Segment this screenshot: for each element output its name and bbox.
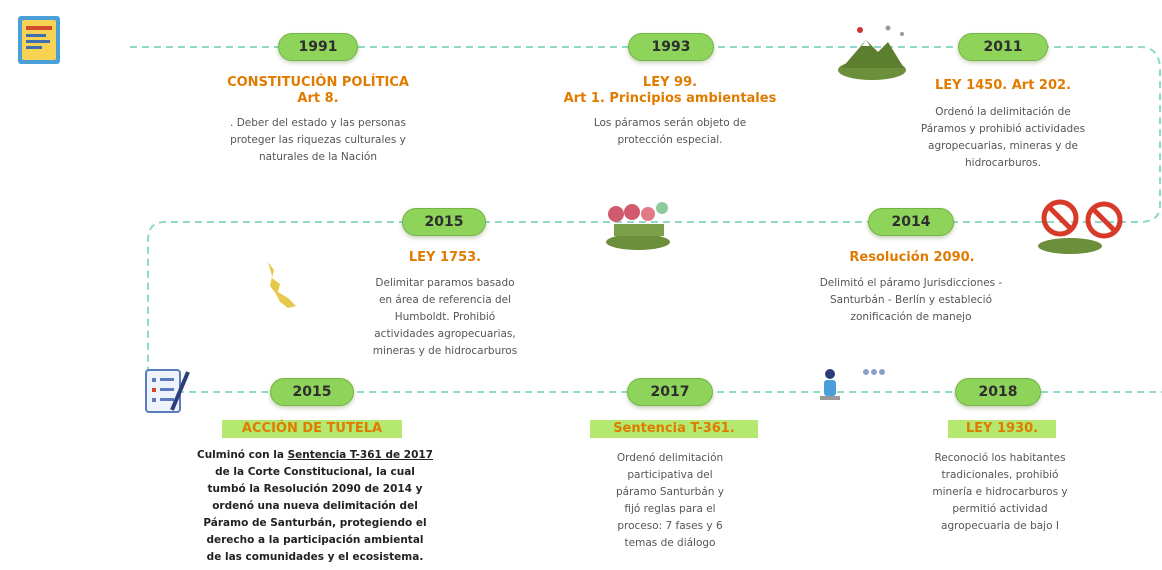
sentencia-link: Sentencia T-361 de 2017: [287, 449, 433, 461]
biodiversity-icon: [602, 192, 674, 252]
event-desc-2015-tutela: Culminó con la Sentencia T-361 de 2017 d…: [150, 447, 480, 566]
desc-text-before: Culminó con la: [197, 449, 288, 461]
event-desc-2014: Delimitó el páramo Jurisdicciones - Sant…: [819, 277, 1003, 323]
year-pill-2018: 2018: [955, 378, 1041, 406]
event-title-1991: CONSTITUCIÓN POLÍTICA Art 8.: [227, 75, 409, 106]
year-pill-2015-ley: 2015: [402, 208, 486, 236]
event-desc-2015-ley: Delimitar paramos basado en área de refe…: [372, 277, 518, 357]
year-pill-2011: 2011: [958, 33, 1048, 61]
event-title-2017: Sentencia T-361.: [590, 420, 758, 438]
event-desc-1991: . Deber del estado y las personas proteg…: [230, 117, 406, 163]
year-pill-2017: 2017: [627, 378, 713, 406]
participation-icon: [816, 362, 896, 412]
event-desc-2018: Reconoció los habitantes tradicionales, …: [932, 452, 1068, 532]
event-title-2011: LEY 1450. Art 202.: [934, 78, 1072, 93]
event-title-2015-ley: LEY 1753.: [408, 250, 482, 265]
mountain-paramo-icon: [832, 20, 912, 84]
event-title-2014: Resolución 2090.: [849, 250, 975, 265]
event-title-2015-tutela: ACCIÓN DE TUTELA: [222, 420, 402, 438]
event-title-1993: LEY 99. Art 1. Principios ambientales: [563, 75, 777, 106]
event-title-2018: LEY 1930.: [948, 420, 1056, 438]
constitution-book-icon: [14, 14, 64, 66]
year-pill-2015-tutela: 2015: [270, 378, 354, 406]
prohibition-icon: [1030, 196, 1130, 260]
year-pill-1991: 1991: [278, 33, 358, 61]
desc-text-after: de la Corte Constitucional, la cual tumb…: [203, 466, 427, 563]
year-pill-1993: 1993: [628, 33, 714, 61]
map-icon: [258, 256, 306, 312]
event-desc-1993: Los páramos serán objeto de protección e…: [593, 117, 747, 146]
event-desc-2011: Ordenó la delimitación de Páramos y proh…: [920, 106, 1086, 169]
event-desc-2017: Ordenó delimitación participativa del pá…: [616, 452, 724, 549]
checklist-icon: [142, 366, 194, 416]
year-pill-2014: 2014: [868, 208, 954, 236]
